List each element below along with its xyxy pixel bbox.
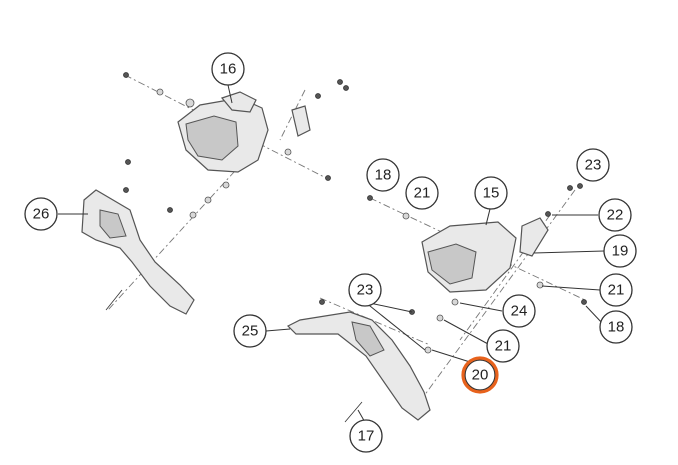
callout-21-top[interactable]: 21 [405, 176, 439, 210]
callout-18-top[interactable]: 18 [366, 158, 400, 192]
callout-label: 21 [414, 185, 431, 202]
callout-17[interactable]: 17 [349, 419, 383, 453]
callout-label: 26 [33, 206, 50, 223]
callout-label: 23 [357, 282, 374, 299]
left-mounting-bracket [81, 159, 195, 315]
callout-15[interactable]: 15 [474, 176, 508, 210]
callout-24[interactable]: 24 [502, 294, 536, 328]
headlight-assembly-lower [367, 183, 587, 322]
callout-23-right[interactable]: 23 [576, 148, 610, 182]
callout-21-lower[interactable]: 21 [486, 329, 520, 363]
callout-22[interactable]: 22 [598, 198, 632, 232]
callout-label: 18 [375, 167, 392, 184]
callout-label: 22 [607, 207, 624, 224]
callout-18-right[interactable]: 18 [599, 310, 633, 344]
leader-lines [58, 84, 605, 425]
callout-label: 19 [612, 243, 629, 260]
callout-16[interactable]: 16 [211, 52, 245, 86]
callout-21-right[interactable]: 21 [599, 273, 633, 307]
headlight-assembly-upper [123, 72, 349, 219]
callout-label: 25 [242, 323, 259, 340]
callout-label: 18 [608, 319, 625, 336]
lower-mounting-bracket [286, 299, 432, 423]
callout-label: 15 [483, 185, 500, 202]
callout-label: 24 [511, 303, 528, 320]
callout-26[interactable]: 26 [24, 197, 58, 231]
callout-label: 20 [472, 367, 489, 384]
callout-25[interactable]: 25 [233, 314, 267, 348]
callout-label: 21 [608, 282, 625, 299]
callout-label: 23 [585, 157, 602, 174]
callout-label: 21 [495, 338, 512, 355]
callout-19[interactable]: 19 [603, 234, 637, 268]
callout-20-highlighted[interactable]: 20 [461, 356, 499, 394]
callout-23-lower[interactable]: 23 [348, 273, 382, 307]
callout-label: 16 [220, 61, 237, 78]
callout-label: 17 [358, 428, 375, 445]
highlight-ring [461, 356, 499, 394]
